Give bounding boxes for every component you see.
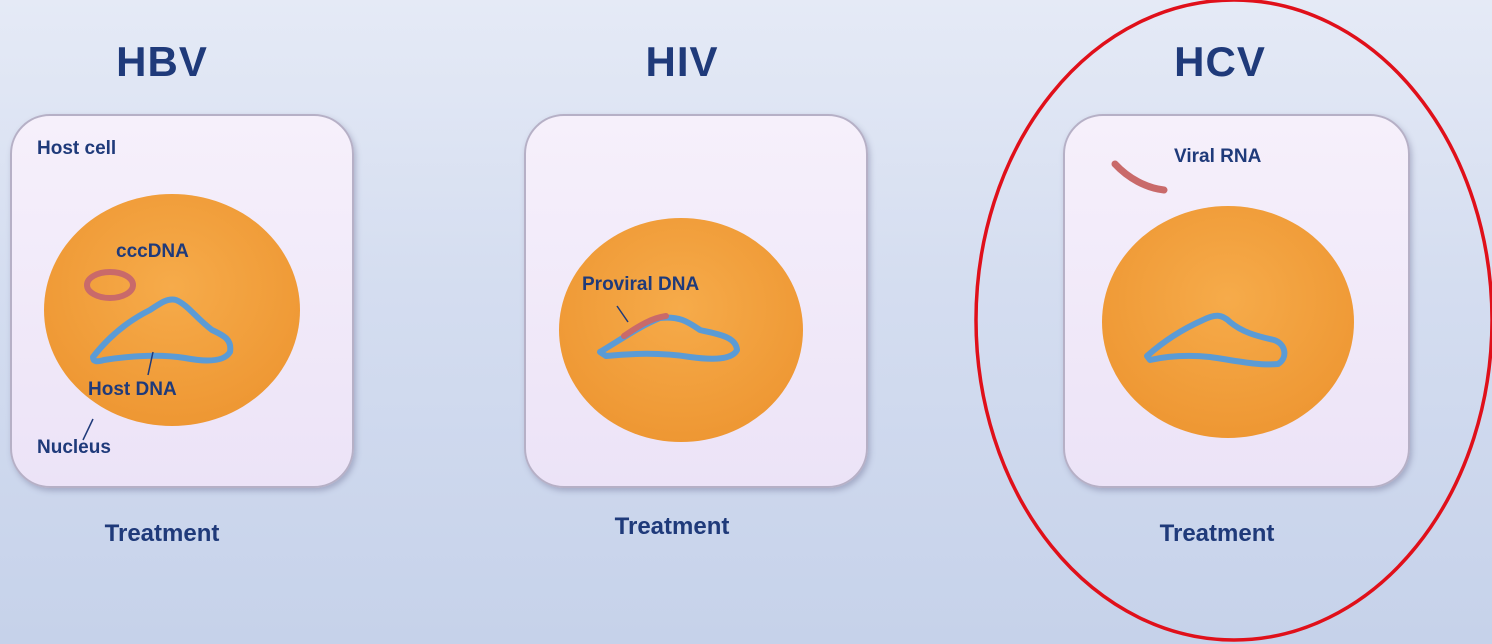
hbv-nucleus-label: Nucleus <box>37 437 111 458</box>
hbv-title: HBV <box>116 38 208 85</box>
hiv-proviral-dna-segment <box>621 313 669 339</box>
hiv-title: HIV <box>645 38 719 85</box>
hbv-host-dna-strand <box>90 296 234 365</box>
hbv-host-dna-pointer <box>147 351 154 376</box>
hbv-treatment-label: Treatment <box>104 520 220 547</box>
hcv-viral-rna-label: Viral RNA <box>1174 146 1262 167</box>
hbv-nucleus-pointer <box>82 418 94 441</box>
hcv-highlight-ellipse <box>974 0 1492 642</box>
hbv-cccdna-ring <box>84 269 136 301</box>
hiv-proviral-dna-label: Proviral DNA <box>582 274 699 295</box>
hiv-nucleus <box>559 218 803 442</box>
hcv-treatment-label: Treatment <box>1159 520 1275 547</box>
hbv-cccdna-label: cccDNA <box>116 241 189 262</box>
hiv-treatment-label: Treatment <box>614 513 730 540</box>
hcv-viral-rna-strand <box>1111 160 1168 194</box>
hbv-host-cell-label: Host cell <box>37 138 116 159</box>
hcv-host-dna-strand <box>1144 312 1288 368</box>
hcv-title: HCV <box>1174 38 1266 85</box>
hbv-nucleus <box>44 194 300 426</box>
hiv-proviral-dna-pointer <box>616 305 629 323</box>
hbv-host-dna-label: Host DNA <box>88 379 177 400</box>
